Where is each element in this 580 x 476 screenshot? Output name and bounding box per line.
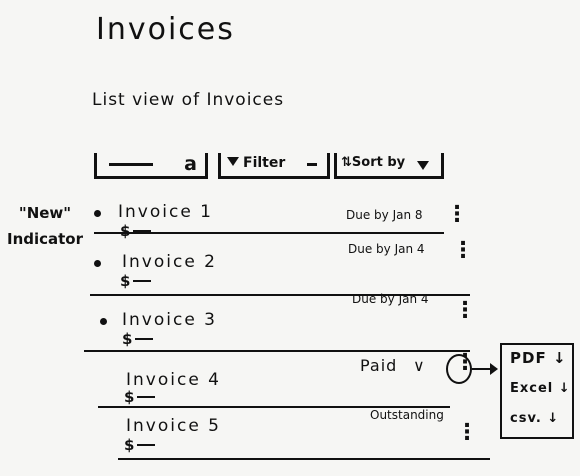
page-title: Invoices xyxy=(96,12,235,47)
search-icon[interactable]: a xyxy=(184,153,197,175)
invoice-status: Due by Jan 4 xyxy=(352,292,429,306)
invoice-name[interactable]: Invoice 3 xyxy=(122,310,217,330)
invoice-amount: $ xyxy=(124,388,155,406)
more-options-icon[interactable]: ⋮ xyxy=(452,238,474,263)
sort-icon: ⇅ xyxy=(341,155,352,170)
download-arrow-icon: ↓ xyxy=(547,411,560,426)
annotation-line-1: "New" xyxy=(18,204,72,222)
sort-label: Sort by xyxy=(351,155,406,170)
new-indicator-annotation: "New" Indicator xyxy=(4,200,86,252)
export-menu: PDF ↓ Excel ↓ csv. ↓ xyxy=(500,343,574,439)
chevron-down-icon xyxy=(417,161,429,170)
new-indicator-dot xyxy=(94,260,101,267)
row-divider xyxy=(98,406,450,408)
download-arrow-icon: ↓ xyxy=(552,349,567,367)
invoice-name[interactable]: Invoice 4 xyxy=(126,370,221,390)
annotation-line-2: Indicator xyxy=(6,230,84,248)
sort-dropdown[interactable]: ⇅Sort by xyxy=(334,153,444,179)
export-pdf-label: PDF xyxy=(510,349,547,367)
chevron-down-icon[interactable]: ∨ xyxy=(413,356,425,375)
more-options-icon[interactable]: ⋮ xyxy=(454,298,476,323)
more-options-button-active[interactable]: ⋮ xyxy=(446,350,476,384)
row-divider xyxy=(90,294,470,296)
invoice-name[interactable]: Invoice 2 xyxy=(122,252,217,272)
invoice-name[interactable]: Invoice 5 xyxy=(126,416,221,436)
new-indicator-dot xyxy=(100,318,107,325)
invoice-name[interactable]: Invoice 1 xyxy=(118,202,213,222)
invoice-amount: $ xyxy=(124,436,155,454)
invoice-status: Outstanding xyxy=(370,408,444,422)
more-options-icon[interactable]: ⋮ xyxy=(446,202,468,227)
page-subtitle: List view of Invoices xyxy=(92,90,285,110)
row-divider xyxy=(84,350,470,352)
download-arrow-icon: ↓ xyxy=(558,381,571,396)
export-excel-item[interactable]: Excel ↓ xyxy=(510,381,571,396)
export-pdf-item[interactable]: PDF ↓ xyxy=(510,349,567,367)
filter-collapse-icon xyxy=(307,163,317,166)
invoice-status: Paid xyxy=(360,356,398,375)
filter-button[interactable]: Filter xyxy=(218,153,330,179)
invoice-amount: $ xyxy=(120,272,151,290)
search-input[interactable]: a xyxy=(94,153,208,179)
more-options-icon[interactable]: ⋮ xyxy=(456,420,478,445)
export-csv-label: csv. xyxy=(510,411,542,426)
invoice-amount: $ xyxy=(122,330,153,348)
export-excel-label: Excel xyxy=(510,381,554,396)
row-divider xyxy=(118,458,490,460)
invoice-status: Due by Jan 4 xyxy=(348,242,425,256)
arrow-right-icon xyxy=(472,363,498,375)
filter-label: Filter xyxy=(243,155,286,171)
new-indicator-dot xyxy=(94,210,101,217)
export-csv-item[interactable]: csv. ↓ xyxy=(510,411,559,426)
search-placeholder-line xyxy=(109,163,153,166)
invoice-amount: $ xyxy=(120,222,151,240)
more-options-icon: ⋮ xyxy=(454,350,476,375)
row-divider xyxy=(94,232,444,234)
filter-icon xyxy=(227,157,239,166)
invoice-status: Due by Jan 8 xyxy=(346,208,423,222)
